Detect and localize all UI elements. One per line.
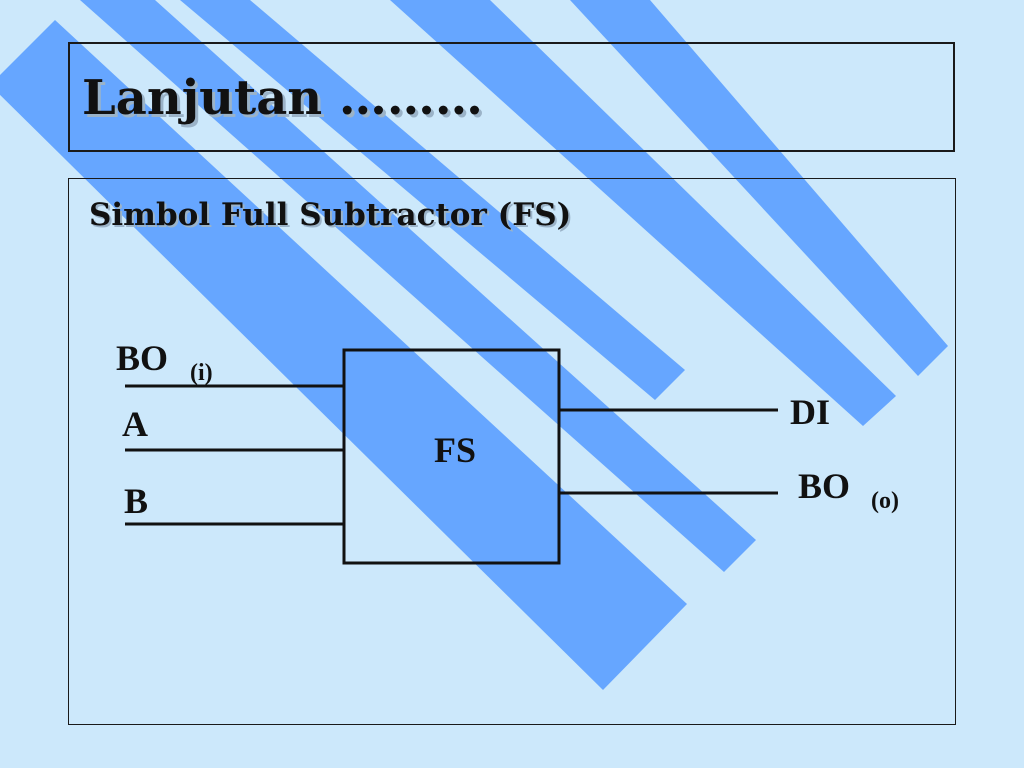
fs-block <box>342 348 561 565</box>
stripe <box>570 0 948 376</box>
input-label-b: B <box>124 481 148 521</box>
title-box: Lanjutan ……… <box>68 42 955 152</box>
input-label-bo-subscript: (i) <box>190 360 213 386</box>
input-label-a: A <box>122 404 148 444</box>
output-label-bo-subscript: (o) <box>871 488 899 514</box>
output-label-di: DI <box>790 392 830 432</box>
stripe <box>80 0 756 572</box>
fs-block-label: FS <box>434 430 476 470</box>
output-label-bo: BO <box>798 466 850 506</box>
slide-subtitle: Simbol Full Subtractor (FS) <box>89 197 572 233</box>
slide-title: Lanjutan ……… <box>82 70 483 126</box>
input-label-bo: BO <box>116 338 168 378</box>
content-box: Simbol Full Subtractor (FS) <box>68 178 956 725</box>
stripe <box>390 0 896 426</box>
stripe <box>180 0 685 400</box>
